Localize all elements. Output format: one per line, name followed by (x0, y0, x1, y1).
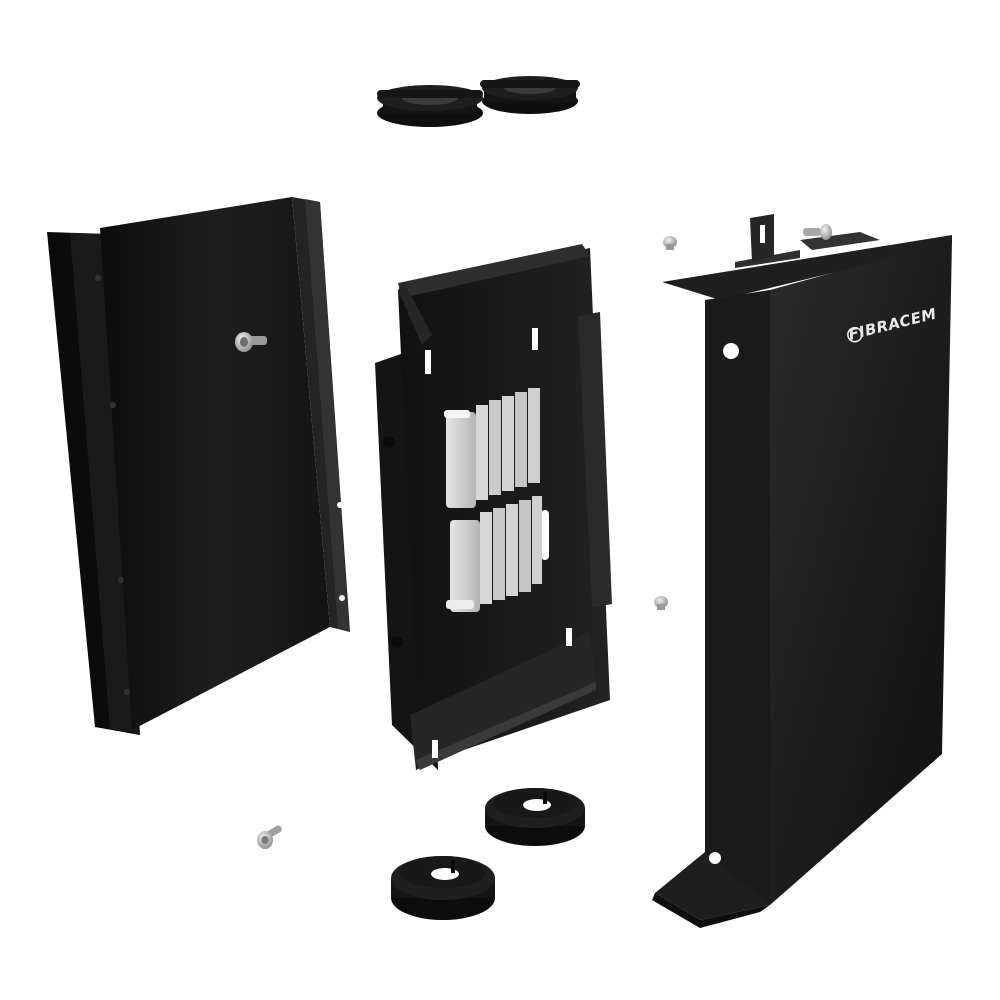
adapter-column-top (444, 388, 540, 508)
fiber-adapter-block (444, 388, 542, 612)
brand-logo-icon (847, 326, 863, 343)
grommet-top-left (377, 85, 483, 127)
grommet-top-right (480, 76, 580, 114)
front-cover: FIBRACEM (652, 214, 952, 928)
grommet-bottom-left (391, 856, 495, 920)
rear-panel (47, 197, 350, 735)
adapter-column-bottom (446, 496, 542, 612)
front-cover-side (705, 290, 770, 905)
rear-panel-screw-icon (235, 332, 267, 352)
grommet-bottom-right (485, 788, 585, 846)
rear-panel-face (100, 197, 330, 730)
splice-tray-frame (375, 244, 612, 770)
front-cover-face (770, 240, 952, 905)
front-cover-screw-icon (803, 224, 832, 240)
front-cover-top-flange (662, 235, 952, 300)
screw-small-top (663, 236, 677, 250)
splice-tray-plate (398, 248, 610, 765)
screw-loose-bottom (257, 825, 282, 849)
screw-small-mid (654, 596, 668, 610)
